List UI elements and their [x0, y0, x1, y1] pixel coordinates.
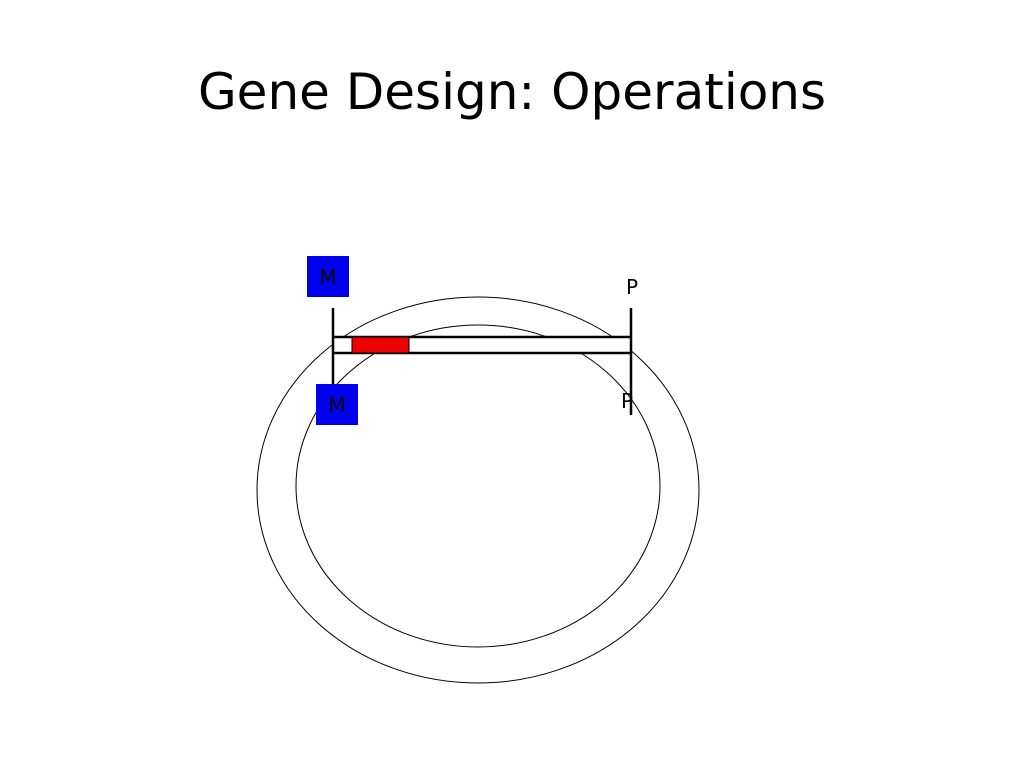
plasmid-outer-ring — [256, 296, 700, 684]
plasmid-inner-ring — [295, 324, 661, 648]
site-label-top-right: P — [626, 275, 638, 299]
gene-insert — [351, 336, 410, 354]
site-box-bottom-left — [316, 384, 358, 425]
site-label-bottom-left: M — [328, 393, 345, 417]
slide-title: Gene Design: Operations — [197, 63, 827, 121]
site-label-bottom-right: P — [621, 389, 633, 413]
site-label-top-left: M — [319, 265, 336, 289]
site-box-top-left — [307, 256, 349, 297]
